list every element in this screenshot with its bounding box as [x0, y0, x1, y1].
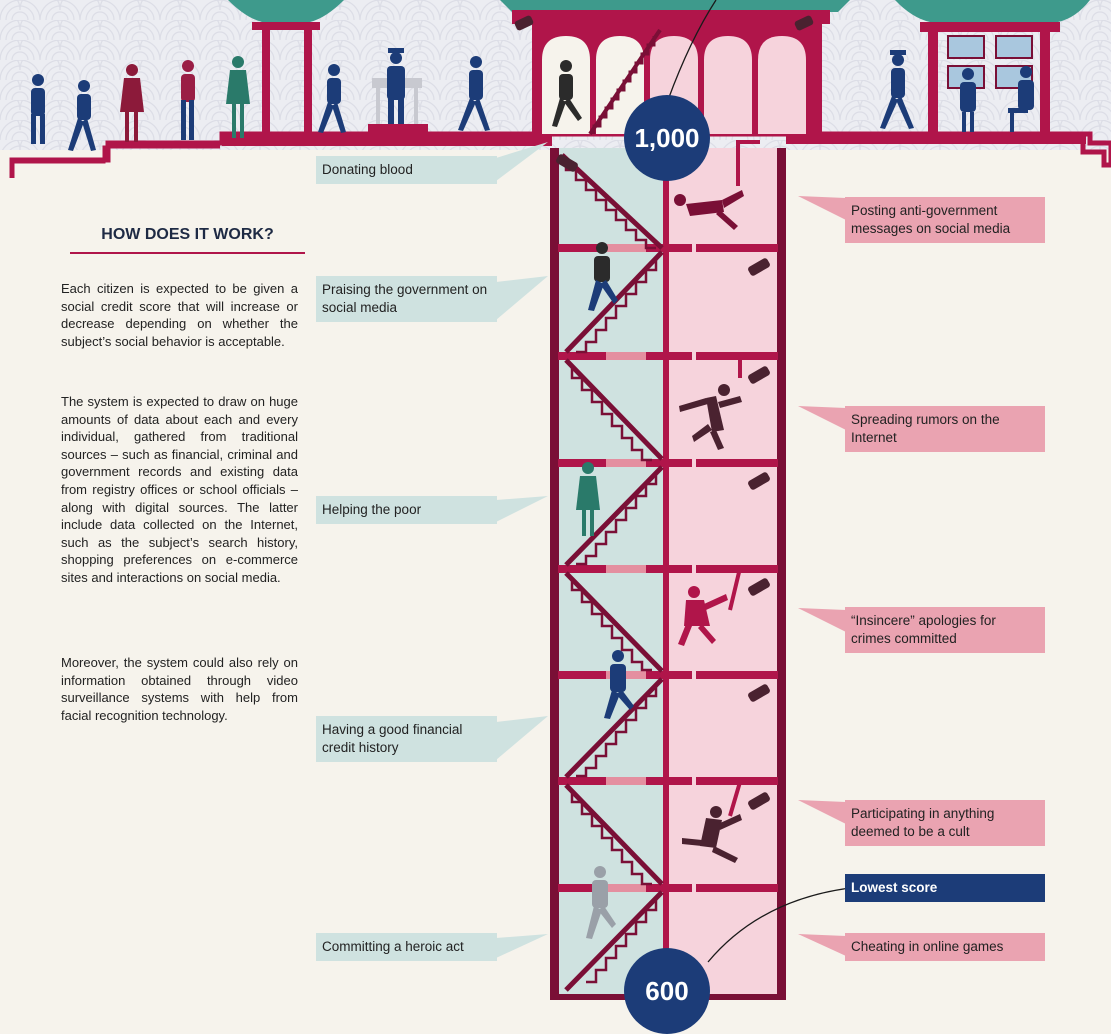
top-score-badge: 1,000	[624, 95, 710, 181]
explanation-paragraph-3: Moreover, the system could also rely on …	[61, 655, 298, 723]
citizen-queue	[31, 48, 1034, 151]
positive-behavior-tag: Praising the government on social media	[316, 276, 497, 322]
negative-behavior-tag: Posting anti-government messages on soci…	[845, 197, 1045, 243]
bottom-score-badge: 600	[624, 948, 710, 1034]
negative-behavior-tag: Spreading rumors on the Internet	[845, 406, 1045, 452]
falling-citizens	[674, 190, 744, 863]
surveillance-cameras	[556, 154, 770, 810]
negative-behavior-tag: Participating in anything deemed to be a…	[845, 800, 1045, 846]
lowest-score-label: Lowest score	[845, 874, 1045, 902]
positive-behavior-tag: Helping the poor	[316, 496, 497, 524]
right-pavilion	[895, 0, 1090, 134]
ground-line	[9, 131, 1111, 178]
score-shaft	[550, 140, 786, 1000]
how-it-works-title: HOW DOES IT WORK?	[101, 226, 274, 243]
negative-behavior-tag: “Insincere” apologies for crimes committ…	[845, 607, 1045, 653]
tag-pointers	[496, 142, 851, 963]
climbing-citizens	[576, 242, 634, 939]
explanation-paragraph-1: Each citizen is expected to be given a s…	[61, 281, 298, 349]
negative-behavior-tag: Cheating in online games	[845, 933, 1045, 961]
title-underline	[70, 252, 305, 254]
positive-behavior-tag: Committing a heroic act	[316, 933, 497, 961]
left-pavilion	[228, 0, 344, 134]
positive-behavior-tag: Having a good financial credit history	[316, 716, 497, 762]
explanation-paragraph-2: The system is expected to draw on huge a…	[61, 394, 298, 585]
positive-behavior-tag: Donating blood	[316, 156, 497, 184]
